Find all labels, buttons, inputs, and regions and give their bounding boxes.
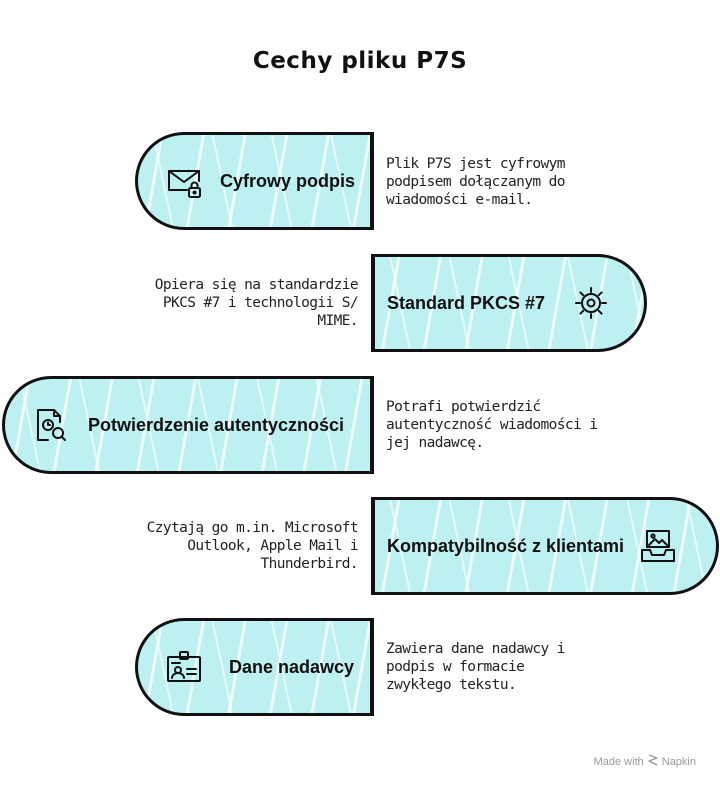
feature-label: Cyfrowy podpis [220,170,356,191]
page-title: Cechy pliku P7S [252,48,468,74]
feature-description: Czytają go m.in. Microsoft Outlook, Appl… [146,520,359,572]
feature-pill-digital-signature: Cyfrowy podpis [135,132,374,230]
feature-label: Potwierdzenie autentyczności [88,414,345,435]
gear-icon [571,283,611,323]
envelope-lock-icon [164,161,204,201]
feature-pill-authenticity: Potwierdzenie autentyczności [2,376,374,474]
made-with-napkin-badge: Made with Napkin [593,754,696,769]
feature-description: Zawiera dane nadawcy i podpis w formacie… [386,641,565,693]
feature-pill-client-compatibility: Kompatybilność z klientami [371,497,719,595]
feature-label: Standard PKCS #7 [387,292,546,313]
feature-pill-sender-data: Dane nadawcy [135,618,374,716]
feature-description: Potrafi potwierdzić autentyczność wiadom… [386,399,598,451]
feature-description: Opiera się na standardzie PKCS #7 i tech… [154,277,359,329]
document-search-icon [31,405,71,445]
feature-label: Kompatybilność z klientami [387,535,625,556]
inbox-tray-icon [638,526,678,566]
napkin-logo-icon [648,754,658,769]
feature-description: Plik P7S jest cyfrowym podpisem dołączan… [386,156,565,208]
feature-pill-pkcs-standard: Standard PKCS #7 [371,254,647,352]
id-card-icon [164,647,204,687]
feature-label: Dane nadawcy [229,656,355,677]
